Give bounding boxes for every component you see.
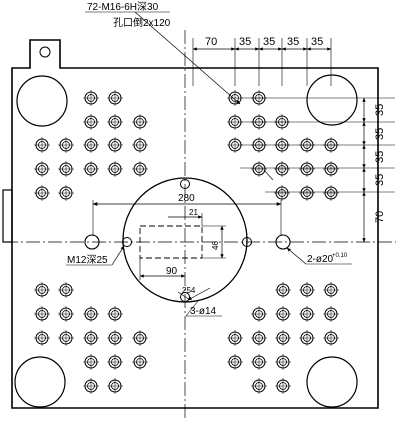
thread-hole [107,306,123,322]
thread-hole [323,282,339,298]
thread-hole [83,90,99,106]
thread-hole [58,137,74,153]
dim-90: 90 [166,266,178,277]
thread-hole [323,330,339,346]
thread-hole [34,137,50,153]
thread-hole [323,185,339,201]
thread-hole [275,354,291,370]
pin-leader [286,247,307,265]
dim-21: 21 [189,208,198,217]
thread-hole [58,306,74,322]
thread-hole [251,354,267,370]
m12-callout: M12深25 [67,254,108,266]
dim-254: 254 [182,286,196,295]
thread-hole [275,282,291,298]
thread-hole [251,161,267,177]
thread-hole [34,161,50,177]
thread-hole [274,185,290,201]
thread-hole [58,330,74,346]
lug-hole [39,46,51,58]
group-leader [263,169,274,181]
thread-hole [251,330,267,346]
bush-callout: 孔口倒2x120 [113,17,171,29]
thread-hole [251,378,267,394]
m12-leader [111,245,125,266]
pin-callout: 2-ø20 [307,254,334,265]
pin-holes [84,234,291,250]
thread-hole [299,161,315,177]
top-extension-lines [192,38,332,86]
thread-hole [58,161,74,177]
dim-top-70: 70 [205,36,217,48]
thread-hole [107,137,123,153]
thread-hole [83,306,99,322]
corner-bushings [14,74,358,408]
thread-hole [132,354,148,370]
thread-hole [83,354,99,370]
center-slot [139,225,203,259]
thread-hole [132,114,148,130]
thread-hole [83,137,99,153]
thread-hole [107,114,123,130]
dim-right-35b: 35 [374,128,386,140]
thread-hole [107,161,123,177]
thread-hole [83,378,99,394]
thread-hole [274,161,290,177]
thread-hole [34,306,50,322]
thread-hole [299,306,315,322]
thread-hole [83,114,99,130]
thread-hole [107,354,123,370]
thread-holes [34,90,339,394]
pin-tolerance: +0.10 [332,253,348,259]
thread-hole [132,330,148,346]
thread-hole [34,282,50,298]
thread-leader [134,11,241,105]
small-holes-leader2 [185,300,199,317]
thread-hole [34,330,50,346]
thread-hole [107,330,123,346]
right-extension-lines [240,97,395,193]
plate-outline [11,39,379,409]
thread-hole [227,354,243,370]
dim-top-35b: 35 [263,36,275,48]
dim-top-35a: 35 [239,36,251,48]
thread-hole [107,378,123,394]
side-tab [2,189,13,243]
dim-280: 280 [178,193,195,204]
thread-hole [299,282,315,298]
dim-46: 46 [211,241,220,250]
thread-hole [275,330,291,346]
dim-right-35d: 35 [374,174,386,186]
thread-hole [58,185,74,201]
dim-top-35d: 35 [311,36,323,48]
thread-hole [34,185,50,201]
thread-hole [83,161,99,177]
dim-top-35c: 35 [287,36,299,48]
thread-hole [299,185,315,201]
thread-hole [132,161,148,177]
thread-hole [323,161,339,177]
dim-right-35a: 35 [374,104,386,116]
thread-hole [323,306,339,322]
thread-hole [107,90,123,106]
thread-hole [275,378,291,394]
thread-hole [58,282,74,298]
thread-hole [275,306,291,322]
thread-callout: 72-M16-6H深30 [87,1,159,13]
thread-hole [251,306,267,322]
dim-right-70: 70 [374,211,386,223]
thread-hole [132,137,148,153]
small-holes-callout: 3-ø14 [190,306,217,317]
thread-hole [227,330,243,346]
small-holes-leader [187,287,211,301]
dim-right-35c: 35 [374,151,386,163]
thread-hole [83,330,99,346]
thread-hole [299,330,315,346]
